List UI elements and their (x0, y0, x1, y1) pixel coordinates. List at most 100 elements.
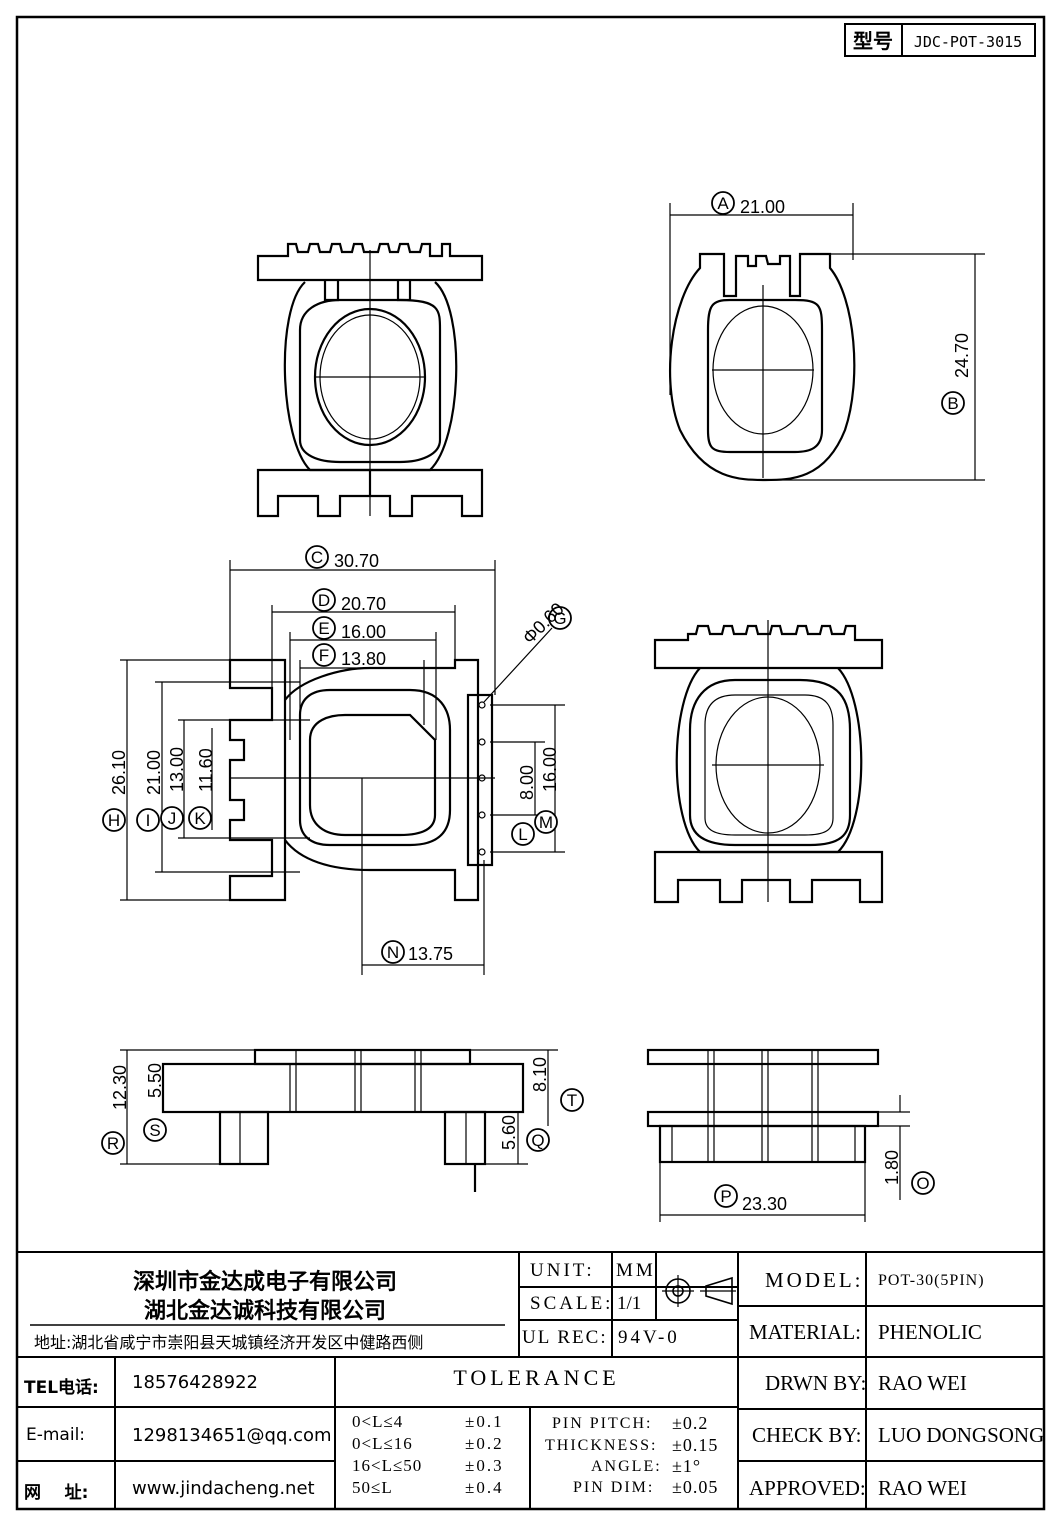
dimension-letter: F (319, 646, 329, 665)
email-label: E-mail: (26, 1425, 86, 1445)
view-side-top-right (668, 252, 856, 482)
thickness-label: THICKNESS: (545, 1437, 658, 1454)
view-back-middle-right (653, 620, 884, 904)
check-label: CHECK BY: (752, 1423, 862, 1447)
dimension-value: 13.80 (341, 649, 386, 669)
tolerance-title: TOLERANCE (453, 1365, 620, 1390)
dimension-letter: S (149, 1121, 160, 1140)
dimension-badge-t (560, 1088, 584, 1112)
dimension-value: 5.60 (499, 1115, 519, 1150)
tolerance-value: ±0.4 (465, 1478, 504, 1497)
dimension-badge-r (101, 1131, 125, 1155)
dimension-badge-b (941, 391, 965, 415)
company-name-1: 深圳市金达成电子有限公司 (132, 1270, 397, 1295)
material-label: MATERIAL: (749, 1320, 861, 1344)
dimension-value: 30.70 (334, 551, 379, 571)
unit-label: UNIT: (530, 1260, 595, 1281)
ulrec-value: 94V-0 (618, 1327, 680, 1348)
dimension-letter: R (107, 1134, 119, 1153)
web-label: 网 址: (24, 1483, 89, 1503)
angle-label: ANGLE: (591, 1458, 662, 1475)
dimension-letter: L (518, 825, 527, 844)
title-block (17, 1251, 1044, 1509)
tolerance-range: 50≤L (352, 1478, 393, 1497)
tolerance-value: ±0.2 (465, 1434, 504, 1453)
dimension-lines (120, 203, 985, 1222)
dimension-badge-i (136, 808, 160, 832)
dimension-badge-d (312, 588, 336, 612)
dimension-value: 16.00 (540, 747, 560, 792)
unit-value: MM (616, 1260, 656, 1281)
check-value: LUO DONGSONG (878, 1423, 1045, 1447)
dimension-letter: C (311, 548, 323, 567)
dimension-badge-q (526, 1128, 550, 1152)
dimension-badge-m (534, 810, 558, 834)
dimension-letter: D (318, 591, 330, 610)
company-name-2: 湖北金达诚科技有限公司 (143, 1299, 386, 1324)
dimension-value: 13.00 (167, 747, 187, 792)
dimension-value: 21.00 (144, 750, 164, 795)
scale-value: 1/1 (617, 1293, 642, 1314)
dimension-letter: O (916, 1174, 929, 1193)
web-value[interactable]: www.jindacheng.net (132, 1478, 315, 1499)
ulrec-label: UL REC: (522, 1327, 608, 1348)
dimension-letter: T (567, 1091, 577, 1110)
dimension-badge-s (143, 1118, 167, 1142)
dimension-badge-l (511, 822, 535, 846)
model-field-label: MODEL: (765, 1268, 864, 1292)
material-value: PHENOLIC (878, 1320, 982, 1344)
pin-pitch-label: PIN PITCH: (552, 1415, 653, 1432)
dimension-badge-j (160, 806, 184, 830)
model-number: JDC-POT-3015 (914, 33, 1022, 51)
dimension-value: 26.10 (109, 750, 129, 795)
dimension-letter: A (717, 194, 729, 213)
dimension-value: 1.80 (882, 1150, 902, 1185)
view-side-bottom-left (161, 1048, 525, 1192)
dimension-letter: K (194, 809, 206, 828)
dimension-badge-e (312, 616, 336, 640)
model-number-box: 型号 JDC-POT-3015 (844, 23, 1036, 57)
scale-label: SCALE: (530, 1293, 614, 1314)
drawn-value: RAO WEI (878, 1371, 967, 1395)
dimension-value: 8.00 (517, 765, 537, 800)
tolerance-value: ±0.3 (465, 1456, 504, 1475)
dimension-badge-f (312, 643, 336, 667)
thickness-value: ±0.15 (672, 1435, 719, 1455)
model-field-value: POT-30(5PIN) (878, 1272, 985, 1289)
dimension-value: 12.30 (110, 1065, 130, 1110)
approved-label: APPROVED: (749, 1476, 866, 1500)
view-side-bottom-right (646, 1048, 880, 1164)
dimension-value: 8.10 (530, 1057, 550, 1092)
dimension-letter: M (539, 813, 553, 832)
dimension-value: 5.50 (145, 1063, 165, 1098)
tolerance-range: 0<L≤4 (352, 1412, 404, 1431)
tolerance-value: ±0.1 (465, 1412, 504, 1431)
tel-label: TEL电话: (24, 1378, 99, 1398)
dimension-letter: N (387, 943, 399, 962)
angle-value: ±1° (672, 1456, 702, 1476)
tel-value: 18576428922 (132, 1372, 258, 1393)
drawn-label: DRWN BY: (765, 1371, 867, 1395)
approved-value: RAO WEI (878, 1476, 967, 1500)
dimension-badge-g (548, 606, 572, 630)
dimension-value: 11.60 (196, 748, 216, 792)
dimension-value: 23.30 (742, 1194, 787, 1214)
dimension-letter: B (947, 394, 958, 413)
tolerance-range: 16<L≤50 (352, 1456, 423, 1475)
dimension-badge-k (188, 806, 212, 830)
email-value[interactable]: 1298134651@qq.com (132, 1425, 332, 1446)
dimension-value: 24.70 (952, 333, 972, 378)
dimension-badge-p (714, 1184, 738, 1208)
dimension-letter: G (553, 609, 566, 628)
dimension-letter: E (318, 619, 329, 638)
dimension-value: 21.00 (740, 197, 785, 217)
dimension-letter: J (168, 809, 177, 828)
pin-pitch-value: ±0.2 (672, 1413, 709, 1433)
dimension-badge-o (911, 1171, 935, 1195)
tolerance-range: 0<L≤16 (352, 1434, 413, 1453)
dimension-letter: P (720, 1187, 731, 1206)
pin-dim-value: ±0.05 (672, 1477, 719, 1497)
dimension-letter: I (146, 811, 151, 830)
pin-dim-label: PIN DIM: (573, 1479, 655, 1496)
